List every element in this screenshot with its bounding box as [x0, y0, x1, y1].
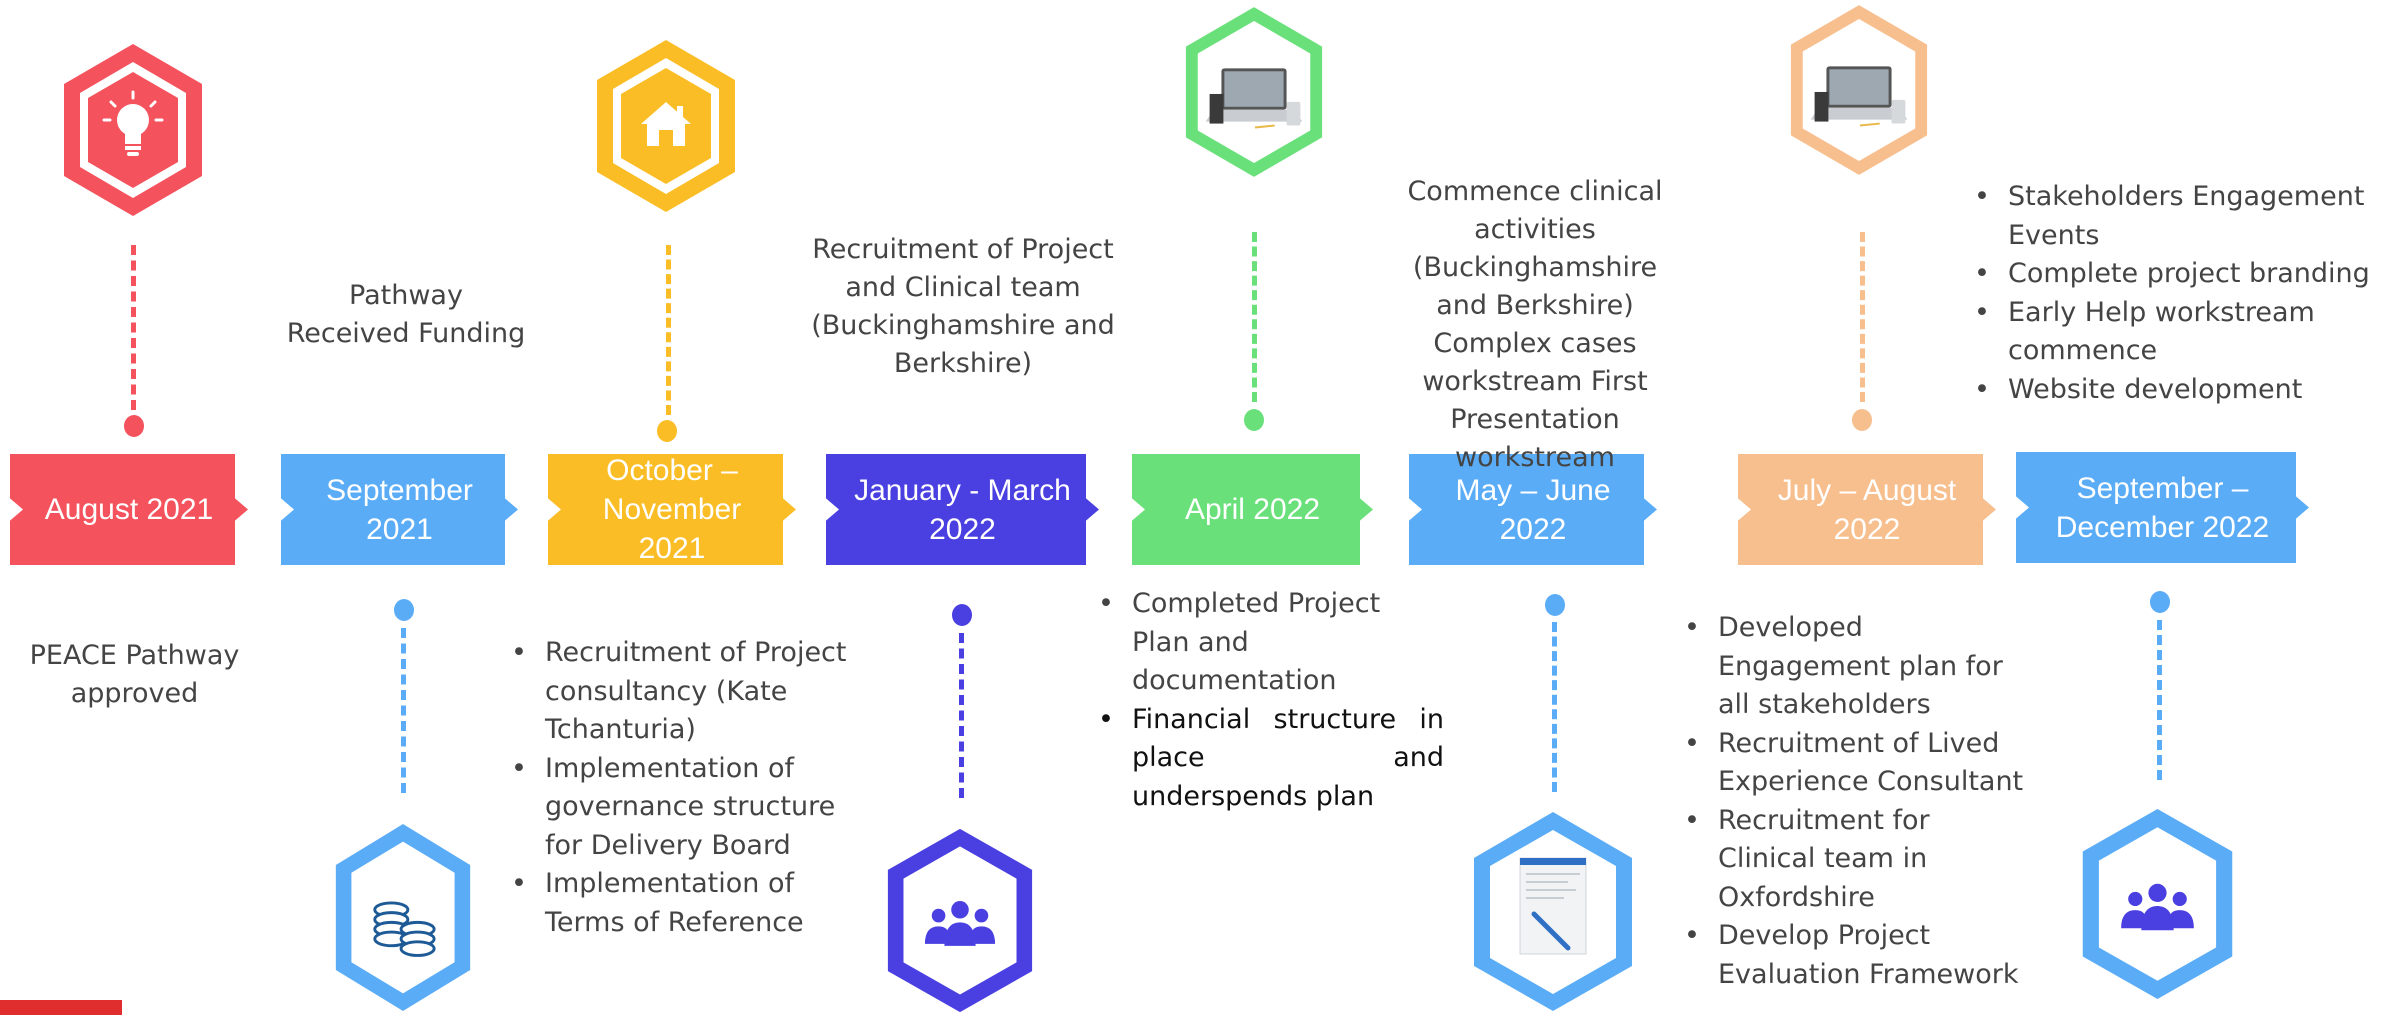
- milestone-oct-nov-2021: October – November 2021: [548, 454, 796, 565]
- connector-dot: [394, 599, 414, 621]
- milestone-label: September – December 2022: [2055, 471, 2270, 544]
- laptop-icon: [1185, 7, 1323, 177]
- milestone-label: October – November 2021: [602, 454, 742, 565]
- connector-dot: [1545, 594, 1565, 616]
- milestone-jan-mar-2022: January - March 2022: [826, 454, 1099, 565]
- milestone-sep-2021: September 2021: [281, 454, 518, 565]
- apr-2022-bullets: Completed Project Plan and documentation…: [1094, 585, 1444, 816]
- milestone-apr-2022: April 2022: [1132, 454, 1373, 565]
- list-item: Recruitment for Clinical team in Oxfords…: [1680, 802, 2030, 918]
- connector-dot: [657, 420, 677, 442]
- list-item: Implementation of governance structure f…: [507, 750, 852, 866]
- list-item: Early Help workstream commence: [1970, 294, 2375, 371]
- list-item: Website development: [1970, 371, 2375, 410]
- connector-dot: [2150, 591, 2170, 613]
- oct-nov-2021-bullets: Recruitment of Project consultancy (Kate…: [507, 634, 852, 942]
- people-icon: [2082, 809, 2233, 999]
- document-icon: [1474, 812, 1632, 1011]
- connector-line: [1552, 622, 1557, 792]
- laptop-icon: [1790, 5, 1928, 175]
- list-item: Developed Engagement plan for all stakeh…: [1680, 609, 2030, 725]
- list-item: Complete project branding: [1970, 255, 2375, 294]
- milestone-jul-aug-2022: July – August 2022: [1738, 454, 1996, 565]
- connector-line: [131, 245, 136, 410]
- aug-2021-description: PEACE Pathway approved: [29, 640, 240, 709]
- list-item: Stakeholders Engagement Events: [1970, 178, 2375, 255]
- milestone-may-jun-2022: May – June 2022: [1409, 454, 1657, 565]
- may-jun-2022-description: Commence clinical activities (Buckingham…: [1407, 176, 1663, 473]
- connector-dot: [1852, 409, 1872, 431]
- connector-dot: [1244, 409, 1264, 431]
- milestone-label: August 2021: [44, 493, 214, 526]
- sep-2021-description: Pathway Received Funding: [286, 280, 526, 349]
- list-item: Completed Project Plan and documentation: [1094, 585, 1444, 701]
- list-item: Develop Project Evaluation Framework: [1680, 917, 2030, 994]
- milestone-label: September 2021: [326, 473, 473, 546]
- jul-aug-2022-bullets: Developed Engagement plan for all stakeh…: [1680, 609, 2030, 994]
- milestone-label: May – June 2022: [1455, 473, 1611, 546]
- sep-dec-2022-bullets: Stakeholders Engagement Events Complete …: [1970, 178, 2375, 409]
- jan-mar-2022-description: Recruitment of Project and Clinical team…: [811, 234, 1115, 379]
- milestone-label: January - March 2022: [854, 473, 1071, 546]
- footer-accent-bar: [0, 1000, 122, 1015]
- list-item: Financial structure in place and undersp…: [1094, 701, 1444, 817]
- connector-dot: [952, 604, 972, 626]
- milestone-aug-2021: August 2021: [10, 454, 248, 565]
- coins-icon: [335, 824, 471, 1011]
- connector-line: [401, 628, 406, 793]
- people-icon: [887, 828, 1033, 1013]
- connector-line: [666, 245, 671, 415]
- milestone-label: July – August 2022: [1777, 473, 1957, 546]
- milestone-sep-dec-2022: September – December 2022: [2016, 452, 2309, 563]
- house-icon: [597, 40, 735, 212]
- connector-dot: [124, 415, 144, 437]
- lightbulb-icon: [64, 44, 202, 216]
- connector-line: [2157, 620, 2162, 780]
- list-item: Implementation of Terms of Reference: [507, 865, 852, 942]
- list-item: Recruitment of Lived Experience Consulta…: [1680, 725, 2030, 802]
- connector-line: [959, 633, 964, 798]
- list-item: Recruitment of Project consultancy (Kate…: [507, 634, 852, 750]
- connector-line: [1860, 232, 1865, 402]
- connector-line: [1252, 232, 1257, 402]
- milestone-label: April 2022: [1184, 493, 1321, 526]
